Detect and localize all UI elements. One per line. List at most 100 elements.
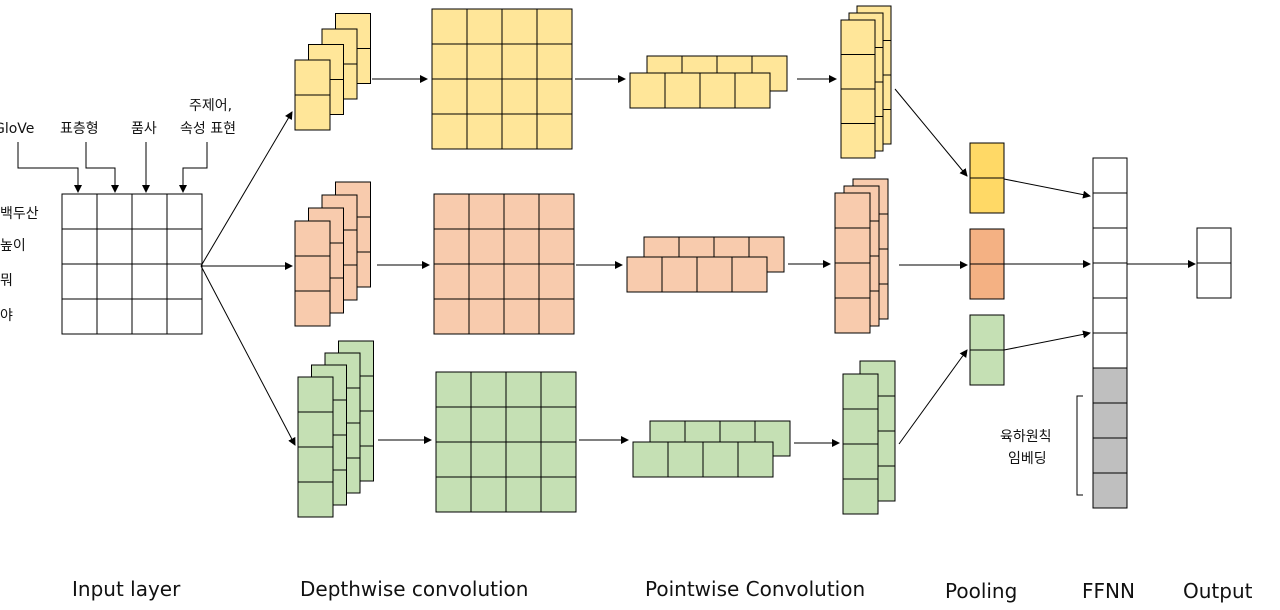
row-label-3: 야 [0,308,13,324]
ffnn-white-cell [1092,297,1128,334]
pw-stack-yellow-layer-0-cell [629,72,666,109]
input-grid-cell [96,298,133,335]
dw-map-yellow-cell [466,43,503,80]
dw-map-yellow-cell [501,113,538,150]
dw-stack-salmon-layer-0-cell [294,290,331,327]
section-label-output: Output [1183,579,1253,603]
pool-green-cell [969,314,1005,351]
section-label-pointwise: Pointwise Convolution [645,577,865,601]
pw-stack-yellow-layer-0 [629,72,771,109]
input-label-connectors [17,142,208,193]
arrow-pc-yellow [894,88,968,177]
dw-stack-green-layer-0 [297,376,334,518]
dw-map-green-cell [505,476,542,513]
pool-salmon [969,228,1005,300]
pw-stack-salmon-layer-0-cell [626,256,663,293]
dw-map-green-cell [505,371,542,408]
dw-map-yellow-cell [431,113,468,150]
row-label-0: 백두산 [0,206,39,222]
dw-stack-yellow-layer-0-cell [294,94,331,131]
input-grid-cell [131,193,168,230]
embedding-bracket [1076,395,1083,496]
input-grid-cell [131,298,168,335]
input-grid-cell [96,263,133,300]
dw-map-salmon-cell [503,228,540,265]
input-grid-cell [61,263,98,300]
pc-stack-green-layer-0-cell [842,373,879,410]
ffnn-gray [1092,367,1128,509]
input-grid-cell [61,193,98,230]
dw-map-salmon-cell [538,298,575,335]
pw-stack-salmon-layer-0-cell [661,256,698,293]
dw-map-yellow-cell [536,78,573,115]
pc-stack-yellow-layer-0 [840,19,876,159]
dw-map-green-cell [435,406,472,443]
input-grid [61,193,203,335]
dw-map-salmon-cell [468,193,505,230]
input-grid-cell [166,298,203,335]
pw-stack-green-layer-0-cell [632,441,669,478]
input-grid-cell [166,263,203,300]
column-label-surface: 표층형 [60,121,99,137]
ffnn-white-cell [1092,227,1128,264]
pc-stack-green-layer-0-cell [842,408,879,445]
input-grid-cell [131,228,168,265]
dw-map-yellow-cell [536,43,573,80]
dw-map-salmon-cell [503,193,540,230]
pw-stack-green-layer-0-cell [737,441,774,478]
column-label-topic-1: 주제어, [189,98,232,114]
pool-yellow-cell [969,142,1005,179]
dw-map-yellow-cell [431,8,468,45]
side-label-line-1: 육하원칙 [1000,429,1052,445]
dw-map-green-cell [470,371,507,408]
output-box [1196,227,1232,299]
dw-map-yellow-cell [536,113,573,150]
dw-map-salmon-cell [433,298,470,335]
dw-map-yellow [431,8,573,150]
dw-map-yellow-cell [431,43,468,80]
row-label-1: 높이 [0,238,26,254]
arrow-input-to-green [200,265,296,446]
pc-stack-yellow-layer-0-cell [840,54,876,90]
dw-map-yellow-cell [466,113,503,150]
pc-stack-green-layer-0-cell [842,443,879,480]
dw-map-salmon-cell [538,228,575,265]
pool-salmon-cell [969,228,1005,265]
dw-map-green-cell [540,476,577,513]
pc-stack-salmon-layer-0-cell [834,262,871,299]
ffnn-white-cell [1092,192,1128,229]
input-grid-cell [166,193,203,230]
dw-stack-green-layer-0-cell [297,411,334,448]
pw-stack-green-layer-0-cell [702,441,739,478]
pc-stack-yellow-layer-0-cell [840,123,876,159]
input-grid-cell [61,298,98,335]
dw-stack-salmon-layer-0-cell [294,255,331,292]
output-box-cell [1196,227,1232,264]
dw-map-salmon-cell [503,298,540,335]
dw-stack-salmon-layer-0 [294,220,331,327]
pc-stack-salmon-layer-0 [834,192,871,334]
dw-stack-green-layer-0-cell [297,446,334,483]
dw-map-yellow-cell [501,8,538,45]
dw-map-salmon-cell [433,193,470,230]
dw-map-salmon-cell [538,263,575,300]
pc-stack-yellow-layer-0-cell [840,19,876,55]
section-label-ffnn: FFNN [1082,579,1135,603]
input-grid-cell [131,263,168,300]
dw-stack-yellow-layer-0-cell [294,59,331,96]
pw-stack-green-layer-0 [632,441,774,478]
dw-map-salmon-cell [468,298,505,335]
pw-stack-salmon-layer-0 [626,256,768,293]
pool-yellow-cell [969,177,1005,214]
column-label-glove: GloVe [0,121,34,137]
arrow-input-to-yellow [200,111,293,267]
pw-stack-yellow-layer-0-cell [664,72,701,109]
dw-map-green-cell [470,441,507,478]
dw-map-green-cell [505,441,542,478]
column-label-topic-2: 속성 표현 [180,121,236,137]
input-grid-cell [166,228,203,265]
dw-map-yellow-cell [501,43,538,80]
dw-map-salmon-cell [468,263,505,300]
section-label-depthwise: Depthwise convolution [300,577,528,601]
